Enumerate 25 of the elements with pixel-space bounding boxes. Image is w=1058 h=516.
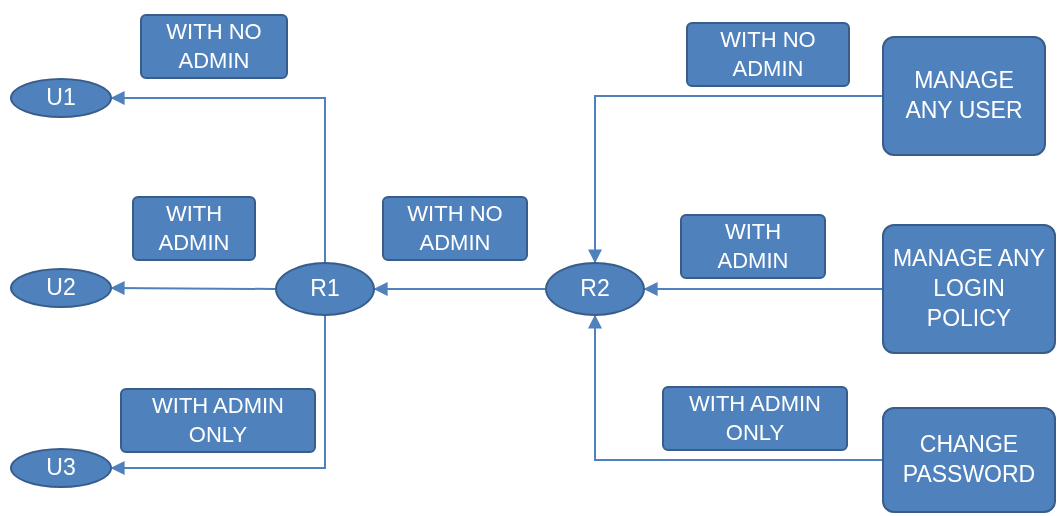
arrow <box>110 315 326 475</box>
arrow <box>588 314 883 461</box>
node-label: R2 <box>579 274 611 304</box>
node-label: MANAGE ANY LOGIN POLICY <box>891 244 1047 333</box>
node-label: U2 <box>45 273 77 303</box>
edge-label: WITH ADMIN <box>132 196 256 262</box>
arrow <box>588 95 883 264</box>
edge-label: WITH ADMIN <box>680 214 826 280</box>
node-label: U3 <box>45 453 77 483</box>
arrow <box>110 281 276 296</box>
arrow <box>373 282 546 296</box>
arrow <box>110 91 326 263</box>
edge-label: WITH NO ADMIN <box>382 196 528 262</box>
node-label: U1 <box>45 83 77 113</box>
edge-label: WITH NO ADMIN <box>686 22 850 88</box>
action-box <box>882 224 1056 354</box>
edge-label: WITH ADMIN ONLY <box>120 388 316 454</box>
edge-label: WITH ADMIN ONLY <box>662 386 848 452</box>
node-label: R1 <box>309 274 341 304</box>
action-box <box>882 36 1046 156</box>
node-label: MANAGE ANY USER <box>904 66 1024 125</box>
arrow <box>643 282 883 296</box>
edge-label: WITH NO ADMIN <box>140 14 288 80</box>
action-box <box>882 407 1056 513</box>
node-label: CHANGE PASSWORD <box>901 430 1037 489</box>
